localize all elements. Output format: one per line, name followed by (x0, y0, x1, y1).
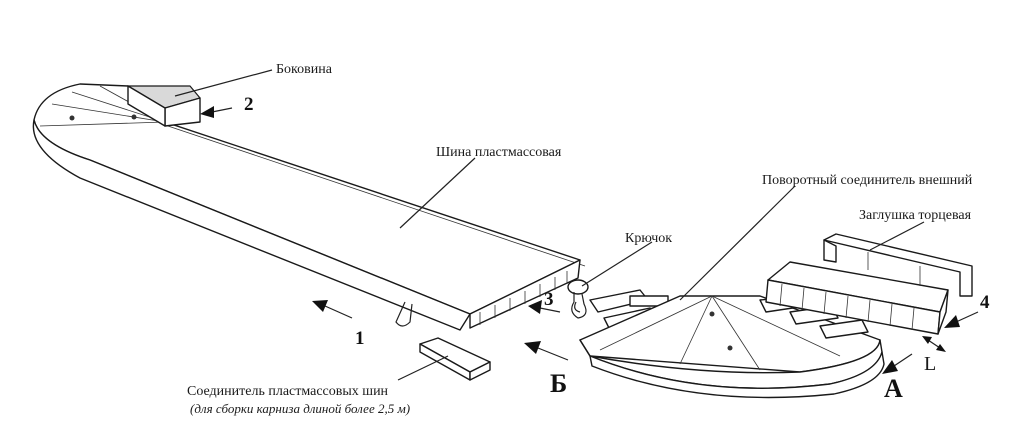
dimension-l (922, 336, 946, 352)
marker-1: 1 (355, 328, 365, 349)
marker-a: А (884, 374, 903, 403)
end-cap (823, 233, 973, 297)
arrow-4 (944, 311, 979, 328)
leader-rail (399, 157, 476, 229)
leader-end-cap (869, 221, 925, 251)
rail-segment-right (765, 261, 949, 335)
marker-2: 2 (244, 94, 254, 115)
marker-b: Б (550, 369, 567, 398)
label-end-cap: Заглушка торцевая (859, 208, 972, 223)
arrow-a (882, 353, 913, 374)
label-hook: Крючок (625, 231, 672, 246)
rail-connector-piece (419, 337, 491, 381)
arrow-3 (528, 300, 561, 314)
label-rail-connector: Соединитель пластмассовых шин (187, 384, 389, 399)
hook-part (567, 279, 589, 319)
label-connector-outer: Поворотный соединитель внешний (762, 173, 973, 188)
leader-connector-outer (679, 185, 796, 301)
marker-3: 3 (544, 289, 554, 310)
arrow-1 (312, 300, 353, 319)
leader-side (174, 69, 273, 97)
marker-4: 4 (980, 292, 990, 313)
side-cap (127, 85, 201, 127)
marker-l: L (924, 353, 936, 375)
leader-hook (581, 241, 653, 287)
arrow-2 (200, 106, 233, 118)
label-rail: Шина пластмассовая (436, 145, 562, 160)
plastic-rail (32, 83, 586, 331)
label-rail-connector-note: (для сборки карниза длиной более 2,5 м) (190, 401, 410, 416)
label-side: Боковина (276, 62, 333, 77)
outer-corner-connector (579, 289, 885, 399)
leader-rail-connector (397, 355, 449, 381)
arrow-b (524, 341, 569, 361)
